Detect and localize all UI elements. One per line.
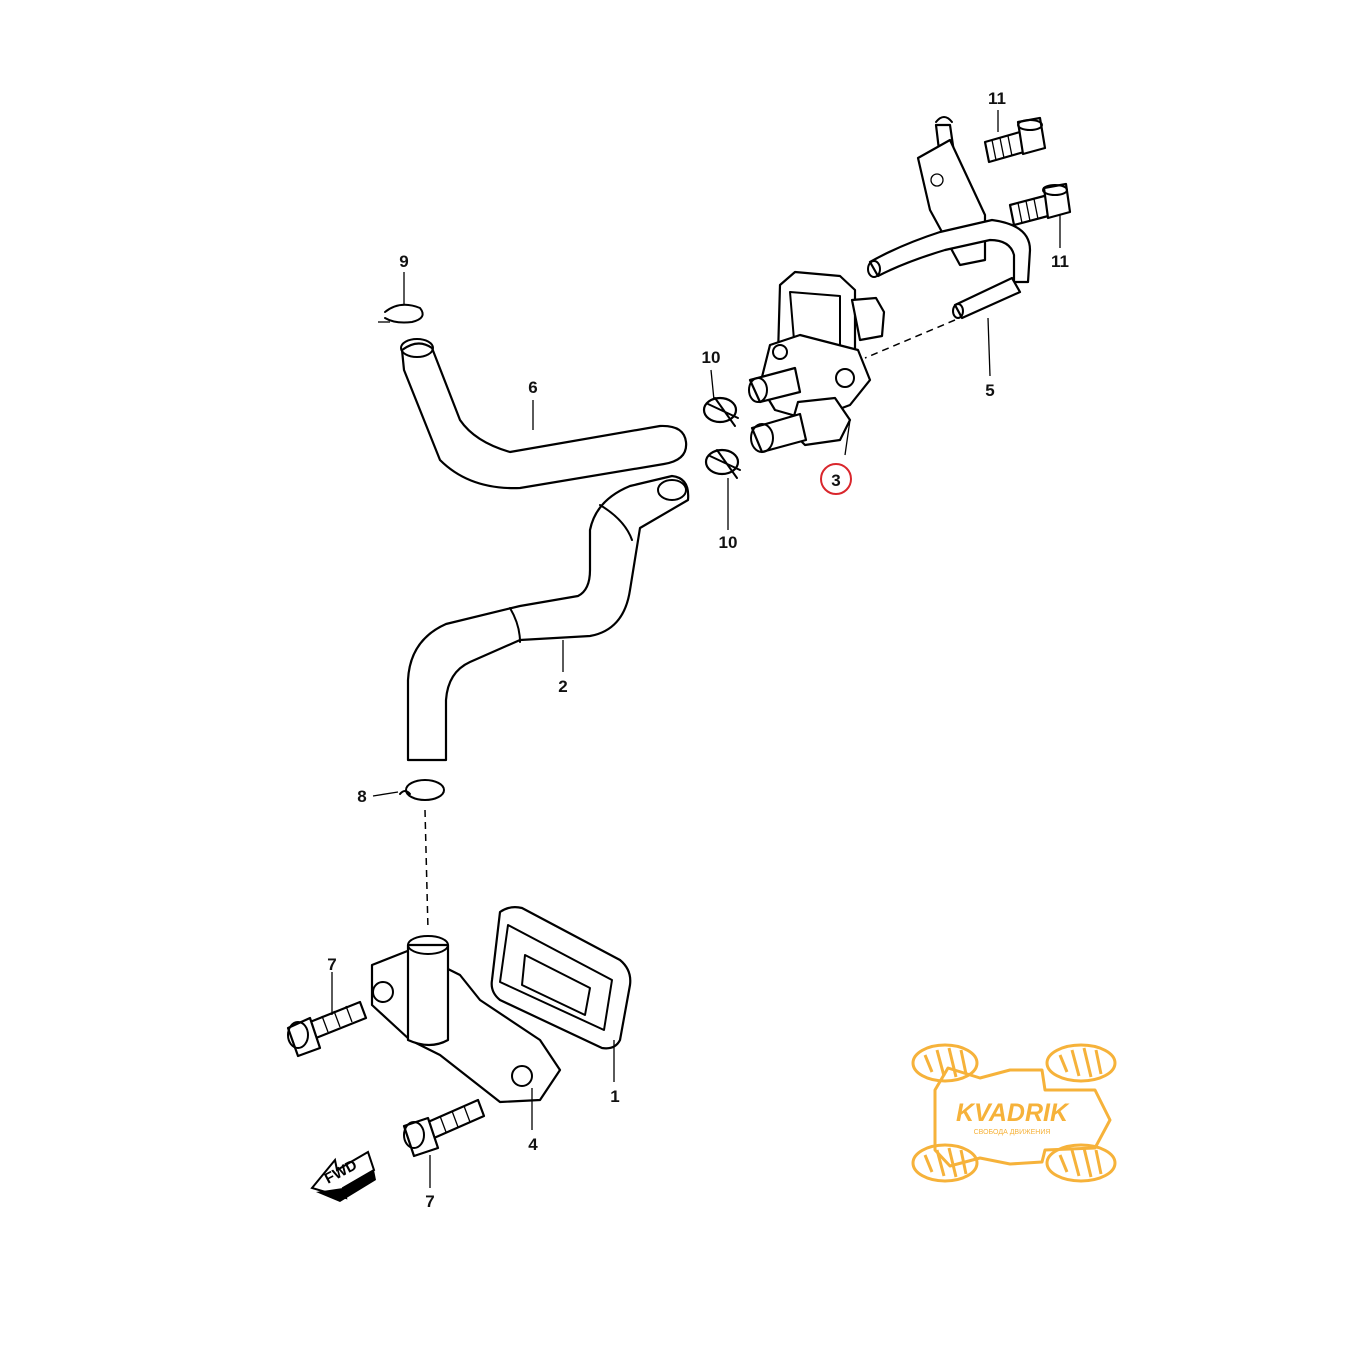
logo-wordmark: KVADRIK [956,1099,1070,1127]
lower-hose-part [406,474,690,762]
bolt-cover-right [402,1098,486,1158]
hose-clip-lower [399,779,445,801]
callout-3: 3 [831,471,840,490]
callout-7-upper: 7 [327,955,336,974]
cover-gasket-part [370,906,632,1104]
wheel-top-right-icon [1045,1043,1117,1083]
callout-7-lower: 7 [425,1192,434,1211]
hose-clip-small [378,303,424,324]
wheel-bottom-left-icon [911,1143,979,1183]
hose-clamp-upper [702,396,739,427]
callout-3-highlight-ring [820,463,852,495]
hose-clamp-lower [704,448,741,479]
callout-11-upper: 11 [988,89,1006,108]
bolt-lower [1008,182,1072,227]
bolt-upper [983,116,1047,164]
air-valve-part [748,270,886,454]
callout-10-upper: 10 [702,348,721,367]
upper-hose-part [400,338,688,490]
bolt-cover-left [286,1000,368,1058]
pipe-assembly-part [867,116,1032,320]
callout-9: 9 [399,252,408,271]
forward-direction-arrow: FWD [310,1150,376,1202]
callout-2: 2 [558,677,567,696]
wheel-top-left-icon [911,1043,979,1083]
callout-8: 8 [357,787,366,806]
callout-10-lower: 10 [719,533,738,552]
callout-5: 5 [985,381,994,400]
callout-11-lower: 11 [1051,252,1069,271]
callout-4: 4 [528,1135,538,1154]
wheel-bottom-right-icon [1045,1143,1117,1183]
callout-6: 6 [528,378,537,397]
logo-tagline: СВОБОДА ДВИЖЕНИЯ [974,1129,1051,1136]
kvadrik-logo: KVADRIK СВОБОДА ДВИЖЕНИЯ [911,1043,1117,1183]
callout-1: 1 [610,1087,619,1106]
